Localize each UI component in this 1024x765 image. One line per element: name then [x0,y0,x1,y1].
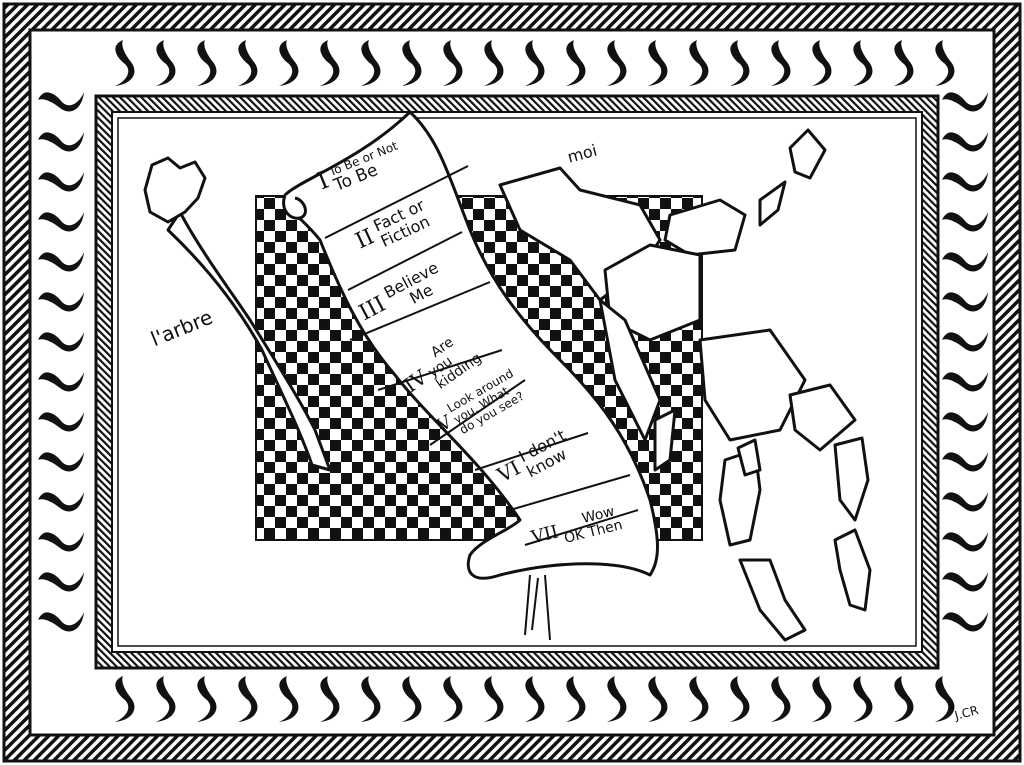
wave-motif [853,676,873,722]
wave-motif [942,492,988,512]
wave-motif [38,532,84,552]
wave-motif [38,92,84,112]
wave-motif [942,412,988,432]
wave-motif [689,40,709,86]
wave-motif [607,40,627,86]
self-figure [498,128,872,642]
wave-motif [38,332,84,352]
wave-motif [942,612,988,632]
wave-motif [894,40,914,86]
wave-motif [197,676,217,722]
wave-motif [38,492,84,512]
wave-motif [484,676,504,722]
wave-motif [771,676,791,722]
wave-motif [38,292,84,312]
wave-motif [38,572,84,592]
wave-motif [38,172,84,192]
wave-motif [320,676,340,722]
wave-motif-band [38,40,988,722]
wave-motif [942,172,988,192]
wave-motif [38,412,84,432]
wave-motif [38,252,84,272]
wave-motif [942,132,988,152]
wave-motif [771,40,791,86]
wave-motif [156,40,176,86]
wave-motif [320,40,340,86]
wave-motif [942,332,988,352]
wave-motif [942,572,988,592]
wave-motif [402,40,422,86]
wave-motif [648,676,668,722]
wave-motif [942,292,988,312]
wave-motif [279,676,299,722]
wave-motif [38,132,84,152]
wave-motif [115,40,135,86]
wave-motif [197,40,217,86]
wave-motif [402,676,422,722]
wave-motif [730,40,750,86]
wave-motif [38,452,84,472]
wave-motif [942,372,988,392]
scroll-numeral: VII [529,521,561,549]
wave-motif [942,92,988,112]
wave-motif [942,252,988,272]
wave-motif [525,40,545,86]
wave-motif [730,676,750,722]
wave-motif [279,40,299,86]
wave-motif [942,212,988,232]
wave-motif [607,676,627,722]
wave-motif [942,452,988,472]
wave-motif [38,212,84,232]
wave-motif [942,532,988,552]
wave-motif [812,40,832,86]
wave-motif [443,676,463,722]
wave-motif [525,676,545,722]
wave-motif [115,676,135,722]
wave-motif [935,676,955,722]
wave-motif [853,40,873,86]
tree-figure [143,156,332,472]
wave-motif [156,676,176,722]
wave-motif [361,676,381,722]
wave-motif [566,40,586,86]
wave-motif [38,612,84,632]
scroll [282,110,659,641]
wave-motif [38,372,84,392]
wave-motif [935,40,955,86]
wave-motif [894,676,914,722]
wave-motif [238,676,258,722]
wave-motif [361,40,381,86]
wave-motif [812,676,832,722]
wave-motif [484,40,504,86]
wave-motif [566,676,586,722]
wave-motif [689,676,709,722]
wave-motif [648,40,668,86]
wave-motif [238,40,258,86]
wave-motif [443,40,463,86]
